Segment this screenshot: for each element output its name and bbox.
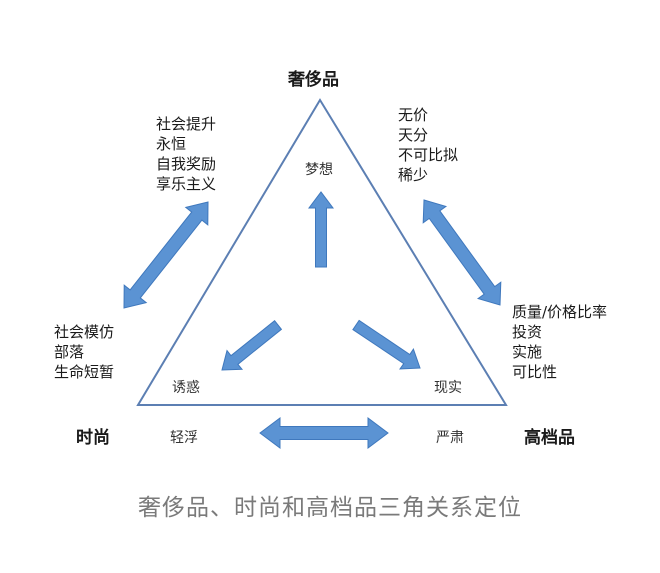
fashion-attributes: 社会模仿 部落 生命短暂 <box>54 322 114 382</box>
vertex-fashion: 时尚 <box>76 428 110 448</box>
luxury-attributes-left: 社会提升 永恒 自我奖励 享乐主义 <box>156 114 216 194</box>
label-temptation: 诱惑 <box>172 380 200 396</box>
list-item: 永恒 <box>156 135 187 153</box>
list-item: 投资 <box>512 323 543 341</box>
arrow-to-temptation <box>221 319 283 371</box>
arrow-to-reality <box>352 319 421 370</box>
label-serious: 严肃 <box>436 430 464 446</box>
list-item: 无价 <box>398 106 429 124</box>
list-item: 部落 <box>54 343 85 361</box>
list-item: 自我奖励 <box>156 155 217 173</box>
list-item: 可比性 <box>512 363 558 381</box>
list-item: 社会提升 <box>156 115 217 133</box>
arrow-frivolous-serious-link <box>259 417 389 449</box>
list-item: 天分 <box>398 126 429 144</box>
list-item: 实施 <box>512 343 543 361</box>
arrow-luxury-fashion-link <box>123 201 209 309</box>
arrow-luxury-premium-link <box>422 199 502 306</box>
vertex-premium: 高档品 <box>524 428 575 448</box>
label-dream: 梦想 <box>305 162 333 178</box>
list-item: 社会模仿 <box>54 323 115 341</box>
positioning-triangle <box>136 98 508 406</box>
list-item: 稀少 <box>398 166 429 184</box>
arrow-up-dream <box>308 191 334 268</box>
luxury-attributes-right: 无价 天分 不可比拟 稀少 <box>398 105 458 185</box>
label-frivolous: 轻浮 <box>170 430 198 446</box>
vertex-luxury: 奢侈品 <box>288 70 339 90</box>
list-item: 不可比拟 <box>398 146 459 164</box>
list-item: 享乐主义 <box>156 175 217 193</box>
list-item: 质量/价格比率 <box>512 303 608 321</box>
premium-attributes: 质量/价格比率 投资 实施 可比性 <box>512 302 607 382</box>
label-reality: 现实 <box>434 380 462 396</box>
diagram-caption: 奢侈品、时尚和高档品三角关系定位 <box>138 495 522 521</box>
list-item: 生命短暂 <box>54 363 115 381</box>
